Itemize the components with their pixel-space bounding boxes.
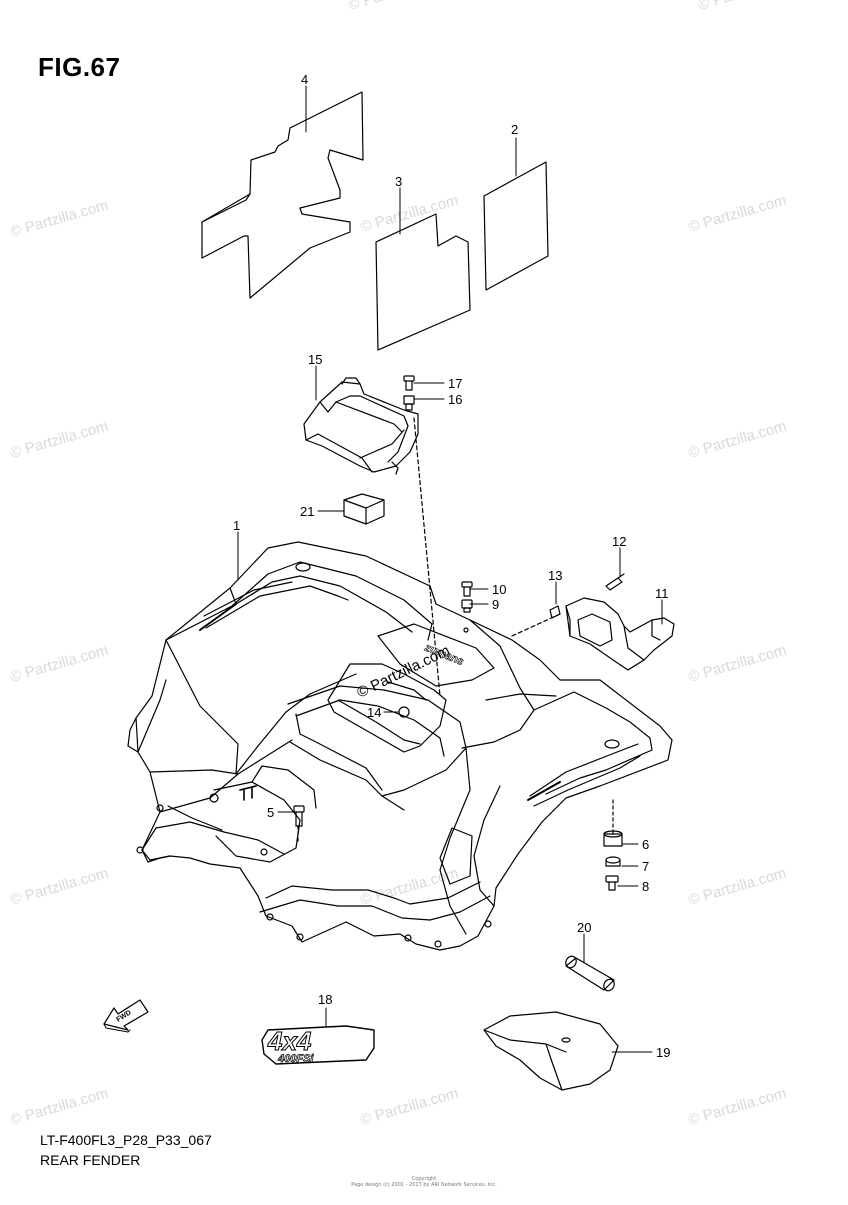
rear-fender-part-1 bbox=[127, 541, 673, 951]
watermark: © Partzilla.com bbox=[346, 0, 448, 14]
callout-layer: 4 2 3 15 17 16 21 1 12 13 10 11 9 14 5 6… bbox=[233, 72, 670, 1060]
watermark: © Partzilla.com bbox=[8, 642, 110, 686]
washer-part-9 bbox=[461, 599, 473, 613]
callout-5: 5 bbox=[267, 805, 274, 820]
bolt-part-17 bbox=[403, 375, 415, 391]
callout-10: 10 bbox=[492, 582, 506, 597]
washer-nut-part-16 bbox=[403, 395, 415, 411]
watermark: © Partzilla.com bbox=[358, 1085, 460, 1129]
watermark: © Partzilla.com bbox=[8, 1085, 110, 1129]
watermark: © Partzilla.com bbox=[358, 192, 460, 236]
callout-13: 13 bbox=[548, 568, 562, 583]
watermark: © Partzilla.com bbox=[686, 642, 788, 686]
block-part-21 bbox=[343, 493, 385, 525]
copyright-footer: Copyright Page design (c) 2001 - 2017 by… bbox=[0, 1176, 848, 1188]
leader-lines bbox=[237, 85, 663, 1053]
cover-part-19 bbox=[483, 1011, 619, 1091]
badge-part-18 bbox=[261, 1025, 375, 1065]
callout-21: 21 bbox=[300, 504, 314, 519]
callout-9: 9 bbox=[492, 597, 499, 612]
decal-part-2 bbox=[483, 161, 549, 291]
watermark: © Partzilla.com bbox=[8, 418, 110, 462]
collar-part-7 bbox=[605, 856, 621, 867]
assembly-line bbox=[413, 417, 441, 697]
callout-6: 6 bbox=[642, 837, 649, 852]
figure-model-code: LT-F400FL3_P28_P33_067 bbox=[40, 1132, 212, 1148]
decal-sheet-fold-line bbox=[201, 193, 251, 223]
watermark: © Partzilla.com bbox=[686, 418, 788, 462]
footer-line-1: Copyright bbox=[411, 1176, 437, 1182]
callout-16: 16 bbox=[448, 392, 462, 407]
watermark: © Partzilla.com bbox=[8, 865, 110, 909]
tool-tray-part-15 bbox=[303, 377, 419, 475]
callout-8: 8 bbox=[642, 879, 649, 894]
callout-3: 3 bbox=[395, 174, 402, 189]
bolt-part-5 bbox=[293, 805, 305, 827]
callout-17: 17 bbox=[448, 376, 462, 391]
watermark-layer: © Partzilla.com © Partzilla.com © Partzi… bbox=[8, 0, 798, 1129]
callout-19: 19 bbox=[656, 1045, 670, 1060]
callout-14: 14 bbox=[367, 705, 381, 720]
figure-name: REAR FENDER bbox=[40, 1152, 141, 1168]
fwd-arrow-icon bbox=[103, 999, 149, 1033]
bracket-part-11 bbox=[565, 597, 675, 671]
callout-7: 7 bbox=[642, 859, 649, 874]
watermark: © Partzilla.com bbox=[696, 0, 798, 14]
screw-part-12 bbox=[605, 573, 625, 591]
callout-15: 15 bbox=[308, 352, 322, 367]
callout-11: 11 bbox=[655, 586, 669, 601]
callout-2: 2 bbox=[511, 122, 518, 137]
callout-20: 20 bbox=[577, 920, 591, 935]
badge-main-text: 4x4 bbox=[267, 1026, 312, 1056]
pin-part-20 bbox=[565, 955, 615, 992]
watermark: © Partzilla.com bbox=[686, 192, 788, 236]
bolt-part-10 bbox=[461, 581, 473, 597]
decal-sheet-part-4 bbox=[201, 91, 364, 299]
decal-part-3 bbox=[375, 213, 471, 351]
bolt-part-8 bbox=[605, 875, 619, 891]
watermark: © Partzilla.com bbox=[8, 197, 110, 241]
hole bbox=[463, 627, 469, 633]
watermark: © Partzilla.com bbox=[686, 1085, 788, 1129]
callout-4: 4 bbox=[301, 72, 308, 87]
badge-sub-text: 400FSi bbox=[277, 1053, 314, 1065]
callout-12: 12 bbox=[612, 534, 626, 549]
callout-18: 18 bbox=[318, 992, 332, 1007]
watermark: © Partzilla.com bbox=[686, 865, 788, 909]
footer-line-2: Page design (c) 2001 - 2017 by ARI Netwo… bbox=[351, 1182, 497, 1188]
callout-1: 1 bbox=[233, 518, 240, 533]
figure-title: FIG.67 bbox=[38, 52, 121, 82]
nut-part-13 bbox=[549, 605, 561, 619]
